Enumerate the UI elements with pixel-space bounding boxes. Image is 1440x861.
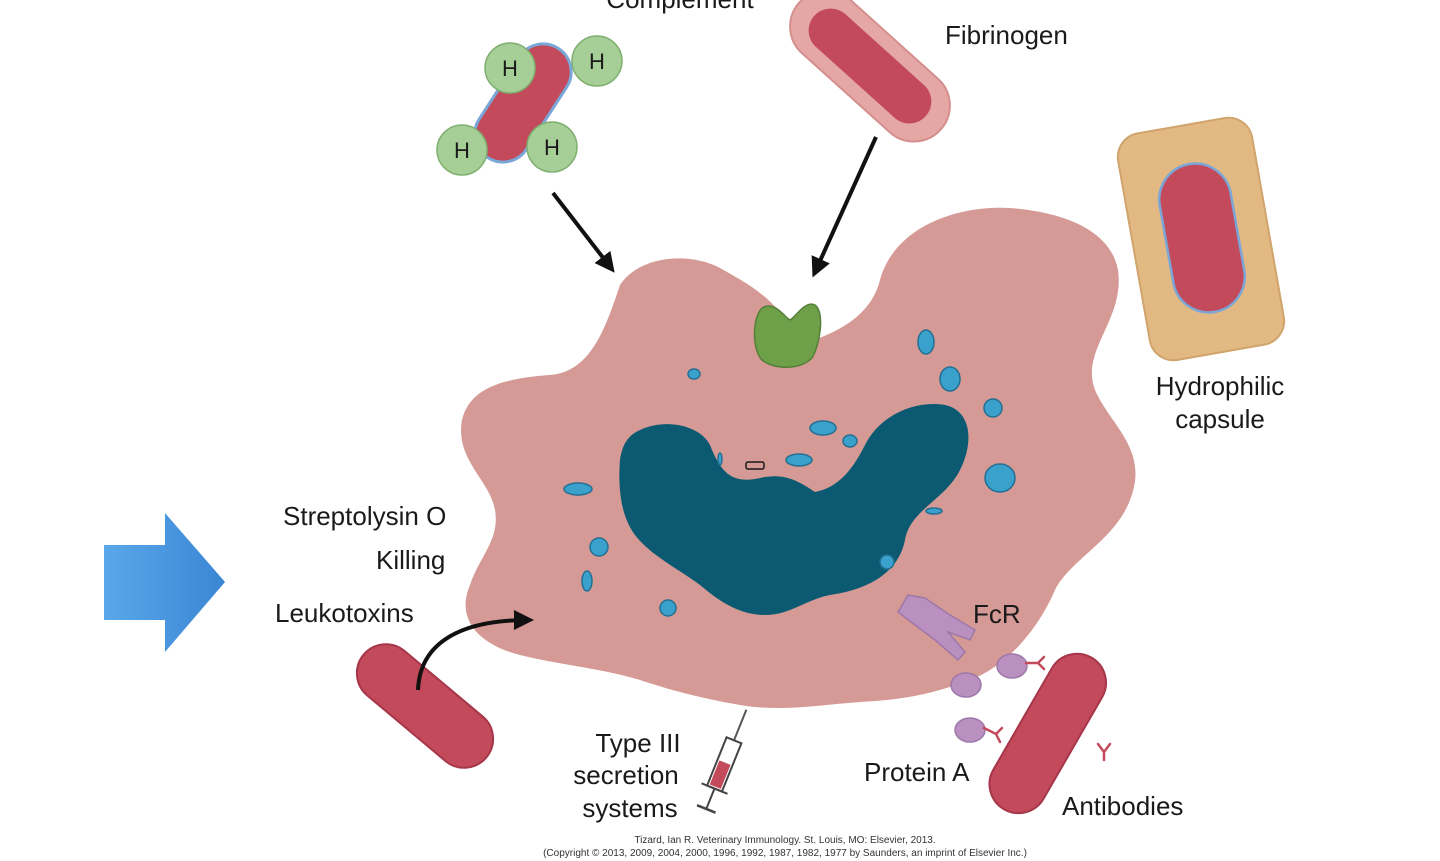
complement-h-marker xyxy=(571,35,623,87)
vesicles xyxy=(563,329,1016,617)
label-type3-line2: secretion xyxy=(573,760,679,790)
small-granule xyxy=(745,461,765,470)
fibrinogen-arrow xyxy=(811,136,878,278)
vesicle xyxy=(717,452,723,466)
syringe-icon xyxy=(696,709,748,814)
vesicle xyxy=(879,554,895,570)
big-arrow-icon xyxy=(104,513,225,652)
h-marker-label: H xyxy=(502,56,518,81)
citation-line2: (Copyright © 2013, 2009, 2004, 2000, 199… xyxy=(543,848,1027,859)
complement-h-marker xyxy=(526,121,578,173)
complement-h-marker xyxy=(484,42,536,94)
label-antibodies: Antibodies xyxy=(1062,791,1183,821)
complement-arrow xyxy=(551,191,615,273)
h-marker-label: H xyxy=(589,49,605,74)
vesicle xyxy=(983,398,1003,418)
label-complement: Complement xyxy=(606,0,754,14)
fcr-receptor-icon xyxy=(897,594,976,662)
label-fibrinogen: Fibrinogen xyxy=(945,20,1068,50)
vesicle xyxy=(984,463,1016,493)
receptor-green-icon xyxy=(753,303,822,368)
vesicle xyxy=(842,434,858,448)
h-marker-label: H xyxy=(544,135,560,160)
label-streptolysin: Streptolysin O xyxy=(283,501,446,531)
label-capsule: capsule xyxy=(1175,404,1265,434)
vesicle xyxy=(917,329,935,355)
fibrinogen-bacterium xyxy=(789,0,951,143)
label-fcr: FcR xyxy=(973,599,1021,629)
label-type3-line3: systems xyxy=(582,793,677,823)
leukotoxin-arrow xyxy=(416,610,534,691)
vesicle xyxy=(939,366,961,392)
complement-h-marker xyxy=(436,124,488,176)
vesicle xyxy=(785,453,813,467)
citation-line1: Tizard, Ian R. Veterinary Immunology. St… xyxy=(634,835,935,846)
leukotoxin-bacterium xyxy=(355,643,495,769)
vesicle xyxy=(581,570,593,592)
complement-bacterium: H H H H xyxy=(436,35,623,176)
vesicle xyxy=(563,482,593,496)
vesicle xyxy=(809,420,837,436)
vesicle xyxy=(589,537,609,557)
antibody-y-icon xyxy=(1024,655,1046,671)
label-leukotoxins: Leukotoxins xyxy=(275,598,414,628)
h-marker-label: H xyxy=(454,138,470,163)
label-protein-a: Protein A xyxy=(864,757,970,787)
vesicle xyxy=(659,599,677,617)
label-killing: Killing xyxy=(376,545,445,575)
vesicle xyxy=(925,507,943,515)
protein-a-molecule xyxy=(996,653,1028,679)
label-hydrophilic: Hydrophilic xyxy=(1156,371,1285,401)
antibody-y-icon xyxy=(982,726,1004,744)
antibody-icons xyxy=(982,655,1112,762)
vesicle xyxy=(687,368,701,380)
antibody-bacterium xyxy=(988,652,1107,815)
capsule-bacterium xyxy=(1116,116,1286,362)
antibody-y-icon xyxy=(1096,742,1112,762)
protein-a-molecule xyxy=(950,672,982,698)
protein-a-molecules xyxy=(950,653,1028,743)
protein-a-molecule xyxy=(954,717,986,743)
label-type3-line1: Type III xyxy=(595,728,680,758)
